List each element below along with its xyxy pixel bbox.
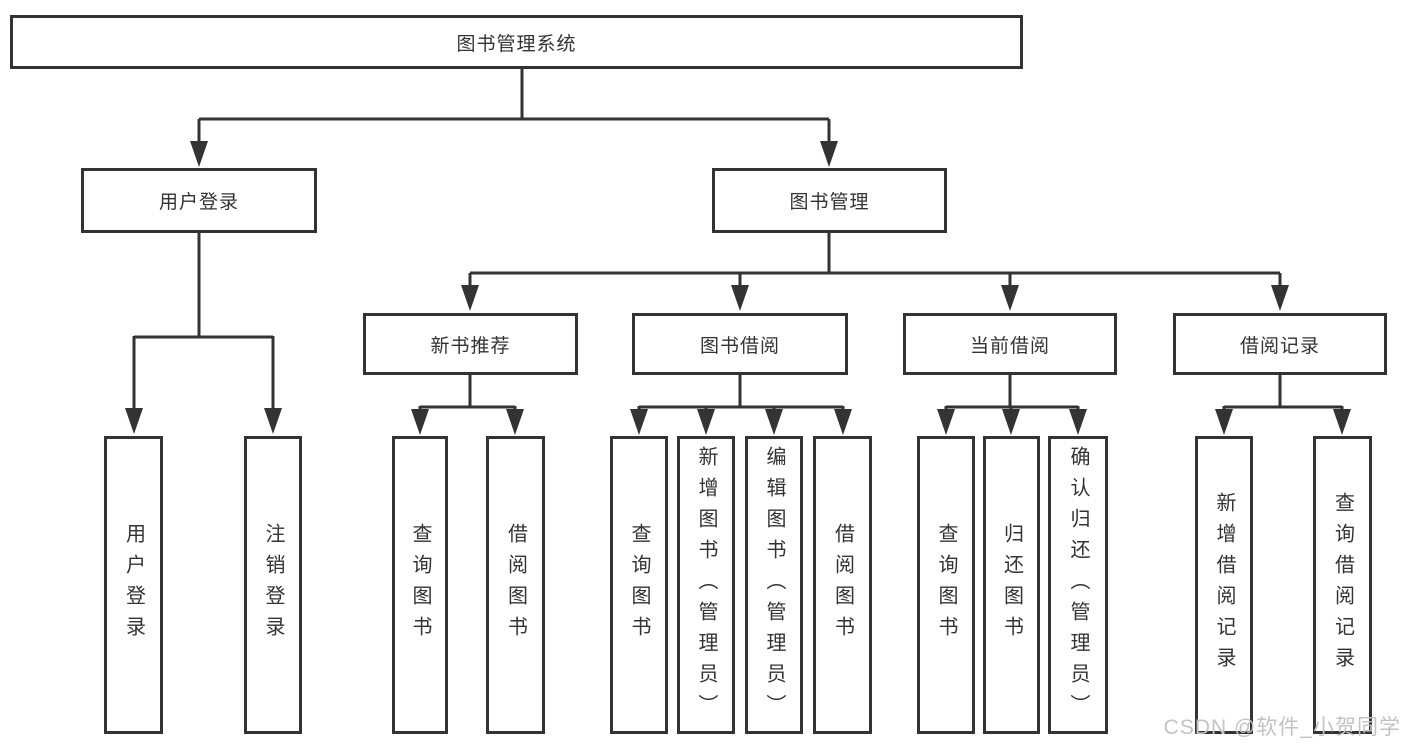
leaf-logout-label: 注销登录 [262,523,284,647]
node-user-login-box: 用户登录 [81,168,317,233]
leaf-add-borrow-record-box: 新增借阅记录 [1195,436,1253,734]
node-book-management-label: 图书管理 [789,192,870,213]
leaf-query-books-recommend-label: 查询图书 [409,523,431,647]
leaf-logout-box: 注销登录 [244,436,302,734]
leaf-query-borrow-record-box: 查询借阅记录 [1313,436,1372,734]
node-current-borrow-box: 当前借阅 [903,313,1117,375]
leaf-add-borrow-record-label: 新增借阅记录 [1213,492,1235,678]
leaf-borrow-books-recommend-label: 借阅图书 [504,523,527,647]
node-borrow-records-box: 借阅记录 [1173,313,1387,375]
node-book-borrow-label: 图书借阅 [699,335,780,357]
leaf-add-books-admin-label: 新增图书（管理员） [695,445,717,725]
leaf-confirm-return-admin-label: 确认归还（管理员） [1067,445,1089,725]
leaf-edit-books-admin-box: 编辑图书（管理员） [745,436,803,734]
arrowheads [125,141,1351,435]
leaf-borrow-books-box: 借阅图书 [813,436,872,734]
leaf-query-borrow-record-label: 查询借阅记录 [1331,492,1354,678]
node-root-label: 图书管理系统 [456,33,577,55]
node-user-login-label: 用户登录 [158,192,239,213]
leaf-return-books-label: 归还图书 [1000,523,1023,647]
node-new-book-recommend-box: 新书推荐 [363,313,578,375]
leaf-borrow-books-label: 借阅图书 [831,523,854,647]
leaf-query-books-current-box: 查询图书 [917,436,975,734]
leaf-confirm-return-admin-box: 确认归还（管理员） [1048,436,1108,734]
node-book-management-box: 图书管理 [712,168,947,233]
leaf-query-books-current-label: 查询图书 [935,523,957,647]
csdn-watermark: CSDN @软件_小贺同学 [1163,716,1401,739]
leaf-borrow-books-recommend-box: 借阅图书 [486,436,545,734]
leaf-edit-books-admin-label: 编辑图书（管理员） [763,445,785,725]
node-current-borrow-label: 当前借阅 [969,335,1050,357]
node-new-book-recommend-label: 新书推荐 [430,335,511,357]
node-root-box: 图书管理系统 [10,15,1023,69]
leaf-add-books-admin-box: 新增图书（管理员） [677,436,735,734]
leaf-return-books-box: 归还图书 [983,436,1040,734]
leaf-query-books-borrow-label: 查询图书 [628,523,650,647]
leaf-user-login-box: 用户登录 [104,436,163,734]
leaf-query-books-recommend-box: 查询图书 [392,436,448,734]
leaf-query-books-borrow-box: 查询图书 [610,436,668,734]
node-book-borrow-box: 图书借阅 [632,313,848,375]
node-borrow-records-label: 借阅记录 [1239,335,1320,357]
leaf-user-login-label: 用户登录 [122,523,145,647]
